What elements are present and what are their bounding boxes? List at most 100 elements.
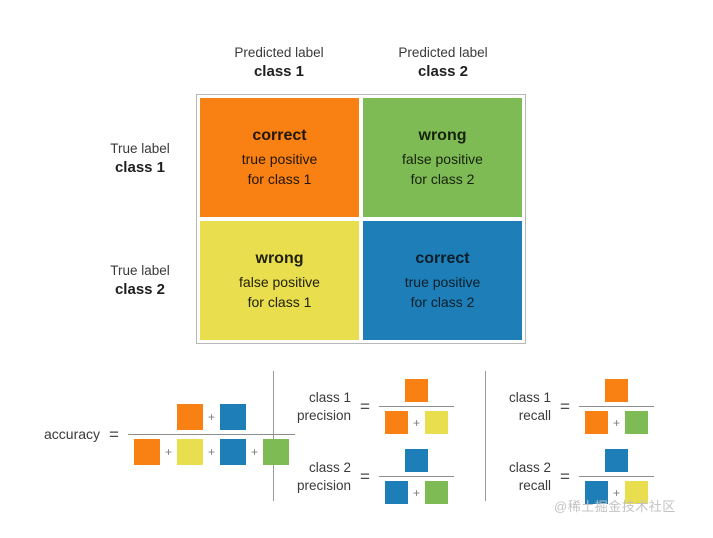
plus-sign: + <box>612 485 620 500</box>
swatch-yellow <box>424 411 448 434</box>
predicted-label-class-2-header: Predicted label class 2 <box>361 44 525 82</box>
formula-label-line-1: accuracy <box>44 426 101 443</box>
cell-detail-line-1: false positive <box>239 273 320 290</box>
predicted-label-prefix: Predicted label <box>234 45 324 60</box>
recall-class-1-denominator: + <box>579 407 654 438</box>
formula-label-line-1: class 1 <box>309 389 352 405</box>
recall-class-2-numerator <box>579 445 654 476</box>
matrix-cell-false-positive-class-2: wrong false positive for class 2 <box>363 98 522 217</box>
accuracy-fraction: + + + + <box>127 400 296 469</box>
confusion-matrix: correct true positive for class 1 wrong … <box>196 94 526 344</box>
predicted-label-class-name: class 1 <box>253 63 305 81</box>
precision-class-1-denominator: + <box>379 407 454 438</box>
formula-label-line-2: precision <box>297 407 352 423</box>
fraction-bar <box>378 406 454 407</box>
fraction-bar <box>127 434 296 435</box>
cell-detail-line-2: for class 2 <box>410 170 475 187</box>
true-label-prefix: True label <box>110 263 170 278</box>
equals-sign: = <box>560 396 570 416</box>
formula-divider-right <box>485 371 486 501</box>
formula-recall-class-1-label: class 1 recall <box>509 389 551 424</box>
swatch-green <box>424 481 448 504</box>
swatch-orange <box>133 439 160 465</box>
plus-sign: + <box>164 445 172 459</box>
swatch-green <box>624 411 648 434</box>
equals-sign: = <box>360 466 370 486</box>
formula-precision-class-1-label: class 1 precision <box>297 389 351 424</box>
true-label-class-name: class 1 <box>114 159 166 177</box>
equals-sign: = <box>360 396 370 416</box>
true-label-class-2-header: True label class 2 <box>92 262 188 300</box>
precision-class-2-fraction: + <box>378 445 454 508</box>
formula-recall-class-2: class 2 recall = + <box>509 445 654 508</box>
formula-precision-class-1: class 1 precision = + <box>297 375 454 438</box>
watermark: @稀土掘金技术社区 <box>554 499 676 514</box>
swatch-yellow <box>624 481 648 504</box>
cell-detail-line-2: for class 1 <box>247 170 312 187</box>
formula-divider-left <box>273 371 274 501</box>
swatch-blue <box>404 449 428 472</box>
formula-recall-class-1: class 1 recall = + <box>509 375 654 438</box>
swatch-blue <box>220 404 246 430</box>
cell-verdict: correct <box>252 127 307 145</box>
accuracy-denominator: + + + <box>128 435 295 469</box>
swatch-orange <box>384 411 408 434</box>
cell-verdict: correct <box>415 250 470 268</box>
true-label-class-1-header: True label class 1 <box>92 140 188 178</box>
formula-label-line-2: precision <box>297 477 352 493</box>
precision-class-2-numerator <box>379 445 454 476</box>
plus-sign: + <box>251 445 259 459</box>
formula-label-line-1: class 1 <box>509 389 552 405</box>
precision-class-2-denominator: + <box>379 477 454 508</box>
equals-sign: = <box>109 424 119 444</box>
predicted-label-prefix: Predicted label <box>398 45 488 60</box>
plus-sign: + <box>207 410 215 424</box>
recall-class-1-numerator <box>579 375 654 406</box>
swatch-orange <box>404 379 428 402</box>
matrix-cell-true-positive-class-1: correct true positive for class 1 <box>200 98 359 217</box>
recall-class-1-fraction: + <box>578 375 654 438</box>
swatch-orange <box>176 404 203 430</box>
formula-precision-class-2-label: class 2 precision <box>297 459 351 494</box>
formula-label-line-2: recall <box>518 477 552 493</box>
precision-class-1-numerator <box>379 375 454 406</box>
formula-recall-class-2-label: class 2 recall <box>509 459 551 494</box>
formula-accuracy: accuracy = + + + + <box>44 400 296 469</box>
formula-label-line-1: class 2 <box>309 459 352 475</box>
swatch-orange <box>584 411 608 434</box>
accuracy-numerator: + <box>128 400 295 434</box>
plus-sign: + <box>412 415 420 430</box>
swatch-blue <box>584 481 608 504</box>
matrix-cell-false-positive-class-1: wrong false positive for class 1 <box>200 221 359 340</box>
cell-detail-line-2: for class 2 <box>410 293 475 310</box>
fraction-bar <box>578 406 654 407</box>
cell-detail-line-1: true positive <box>241 150 318 167</box>
fraction-bar <box>578 476 654 477</box>
swatch-blue <box>220 439 246 465</box>
matrix-cell-true-positive-class-2: correct true positive for class 2 <box>363 221 522 340</box>
swatch-yellow <box>176 439 203 465</box>
swatch-orange <box>604 379 628 402</box>
cell-verdict: wrong <box>255 250 304 268</box>
cell-detail-line-1: true positive <box>404 273 481 290</box>
fraction-bar <box>378 476 454 477</box>
plus-sign: + <box>207 445 215 459</box>
equals-sign: = <box>560 466 570 486</box>
cell-detail-line-2: for class 1 <box>247 293 312 310</box>
swatch-green <box>263 439 290 465</box>
swatch-blue <box>604 449 628 472</box>
formula-precision-class-2: class 2 precision = + <box>297 445 454 508</box>
predicted-label-class-name: class 2 <box>417 63 469 81</box>
plus-sign: + <box>612 415 620 430</box>
formula-label-line-1: class 2 <box>509 459 552 475</box>
predicted-label-class-1-header: Predicted label class 1 <box>197 44 361 82</box>
formula-label-line-2: recall <box>518 407 552 423</box>
recall-class-2-denominator: + <box>579 477 654 508</box>
plus-sign: + <box>412 485 420 500</box>
cell-detail-line-1: false positive <box>402 150 483 167</box>
formula-accuracy-label: accuracy <box>44 425 100 443</box>
recall-class-2-fraction: + <box>578 445 654 508</box>
swatch-blue <box>384 481 408 504</box>
precision-class-1-fraction: + <box>378 375 454 438</box>
true-label-prefix: True label <box>110 141 170 156</box>
